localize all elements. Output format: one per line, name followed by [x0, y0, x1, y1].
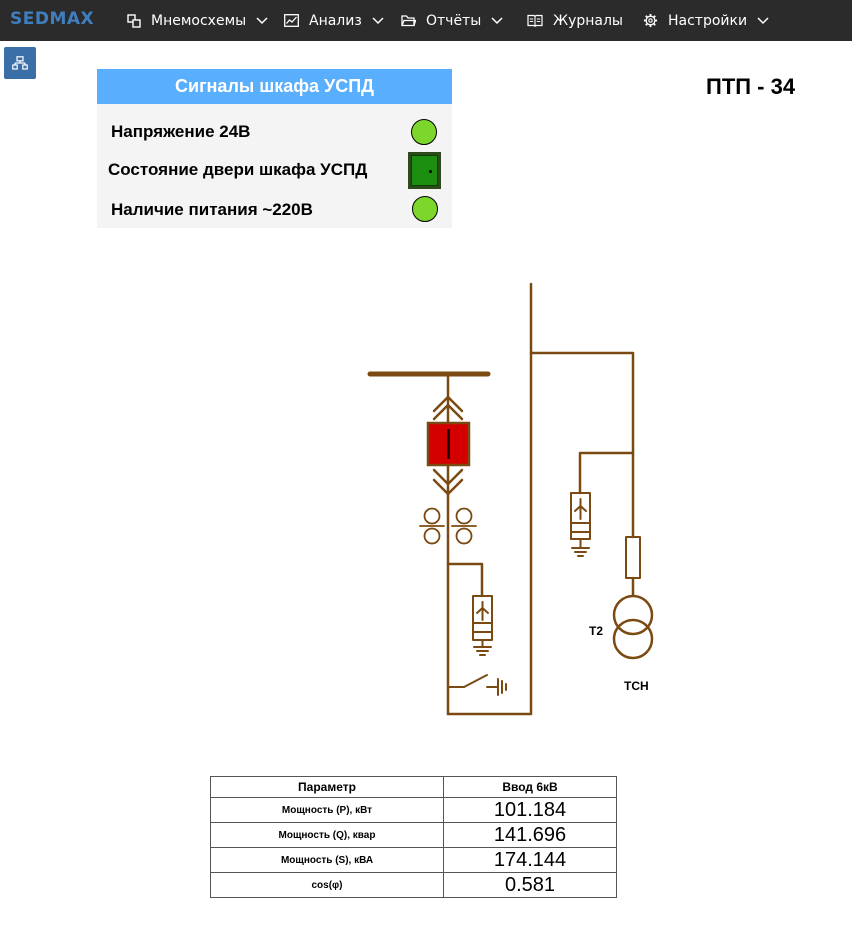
mnemo-icon [127, 13, 141, 28]
gear-icon [643, 13, 658, 28]
param-name: Мощность (Q), квар [210, 822, 444, 848]
table-row: Мощность (Q), квар 141.696 [210, 822, 617, 848]
hierarchy-icon [12, 56, 28, 70]
param-name: Мощность (S), кВА [210, 847, 444, 873]
nav-item-reports[interactable]: Отчёты [401, 0, 503, 41]
signals-panel-title: Сигналы шкафа УСПД [97, 69, 452, 104]
aux-transformer-label: ТСН [624, 679, 649, 693]
param-name: Мощность (P), кВт [210, 797, 444, 823]
uspd-signals-panel: Сигналы шкафа УСПД [97, 69, 452, 228]
door-closed-icon [408, 152, 441, 189]
chevron-down-icon [372, 16, 384, 25]
current-transformers [419, 507, 477, 545]
nav-item-label: Настройки [668, 12, 748, 29]
power-220v-indicator [412, 196, 438, 222]
folder-icon [401, 14, 416, 27]
transformer-t2-label: Т2 [589, 624, 604, 638]
nav-item-analysis[interactable]: Анализ [284, 0, 384, 41]
param-name: cos(φ) [210, 872, 444, 898]
scheme-svg [367, 282, 654, 716]
nav-item-label: Отчёты [426, 12, 482, 29]
table-header-row: Параметр Ввод 6кВ [210, 776, 617, 798]
parameters-table: Параметр Ввод 6кВ Мощность (P), кВт 101.… [210, 776, 617, 898]
single-line-diagram: Т2 ТСН [360, 280, 680, 725]
table-row: Мощность (P), кВт 101.184 [210, 797, 617, 823]
param-value: 174.144 [443, 847, 617, 873]
surge-arrester-left [472, 595, 493, 656]
signal-label-door-state: Состояние двери шкафа УСПД [108, 160, 368, 179]
param-value: 141.696 [443, 822, 617, 848]
hierarchy-button[interactable] [4, 47, 36, 79]
param-value: 0.581 [443, 872, 617, 898]
surge-arrester-right [570, 492, 591, 557]
substation-title: ПТП - 34 [706, 74, 796, 99]
nav-item-mnemoschemes[interactable]: Мнемосхемы [127, 0, 268, 41]
sedmax-logo[interactable]: SEDMAX [10, 9, 95, 29]
chevron-down-icon [256, 16, 268, 25]
grounding-switch [447, 674, 507, 696]
lower-disconnect-chevron [432, 468, 464, 486]
param-value: 101.184 [443, 797, 617, 823]
table-header-parameter: Параметр [210, 776, 444, 798]
table-row: cos(φ) 0.581 [210, 872, 617, 898]
book-icon [527, 14, 543, 27]
transformer-t2 [612, 594, 654, 636]
fuse [625, 536, 641, 579]
nav-item-journals[interactable]: Журналы [527, 0, 623, 41]
chart-icon [284, 14, 299, 27]
table-header-input-6kv: Ввод 6кВ [443, 776, 617, 798]
chevron-down-icon [491, 16, 503, 25]
top-navigation-bar: SEDMAX Мнемосхемы Анализ Отчёты Журналы [0, 0, 852, 41]
table-row: Мощность (S), кВА 174.144 [210, 847, 617, 873]
nav-item-label: Мнемосхемы [151, 12, 247, 29]
chevron-down-icon [757, 16, 769, 25]
signal-label-power-220v: Наличие питания ~220В [111, 200, 313, 219]
voltage-24v-indicator [411, 119, 437, 145]
nav-item-label: Анализ [309, 12, 362, 29]
signal-label-voltage-24v: Напряжение 24В [111, 122, 251, 141]
nav-item-label: Журналы [553, 12, 623, 29]
nav-item-settings[interactable]: Настройки [643, 0, 769, 41]
